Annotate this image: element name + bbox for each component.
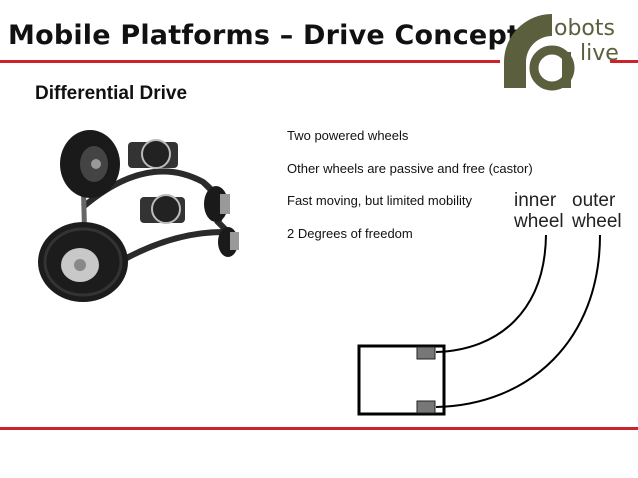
outer-wheel-label: outer wheel xyxy=(572,190,622,232)
outer-wheel-label-line1: outer xyxy=(572,190,616,211)
bullet-item: Two powered wheels xyxy=(287,128,409,143)
bullet-item: Fast moving, but limited mobility xyxy=(287,193,472,208)
svg-text:live: live xyxy=(580,41,619,66)
inner-wheel-label-line2: wheel xyxy=(514,211,564,232)
slide-title: Mobile Platforms – Drive Concepts xyxy=(8,20,537,51)
bullet-item: Other wheels are passive and free (casto… xyxy=(287,160,533,176)
turning-path-diagram xyxy=(357,234,601,416)
svg-text:obots: obots xyxy=(554,16,615,41)
outer-wheel-label-line2: wheel xyxy=(572,211,622,232)
robots-live-logo: obots live xyxy=(504,14,619,91)
bullet-list: Two powered wheels Other wheels are pass… xyxy=(287,128,533,258)
section-heading: Differential Drive xyxy=(35,83,188,104)
inner-wheel-label: inner wheel xyxy=(514,190,564,232)
title-divider xyxy=(0,60,500,63)
inner-wheel-label-line1: inner xyxy=(514,190,557,211)
robot-chassis-photo xyxy=(38,130,239,302)
title-divider-right xyxy=(610,60,638,63)
bullet-item: 2 Degrees of freedom xyxy=(287,225,413,241)
footer-divider xyxy=(0,427,638,430)
